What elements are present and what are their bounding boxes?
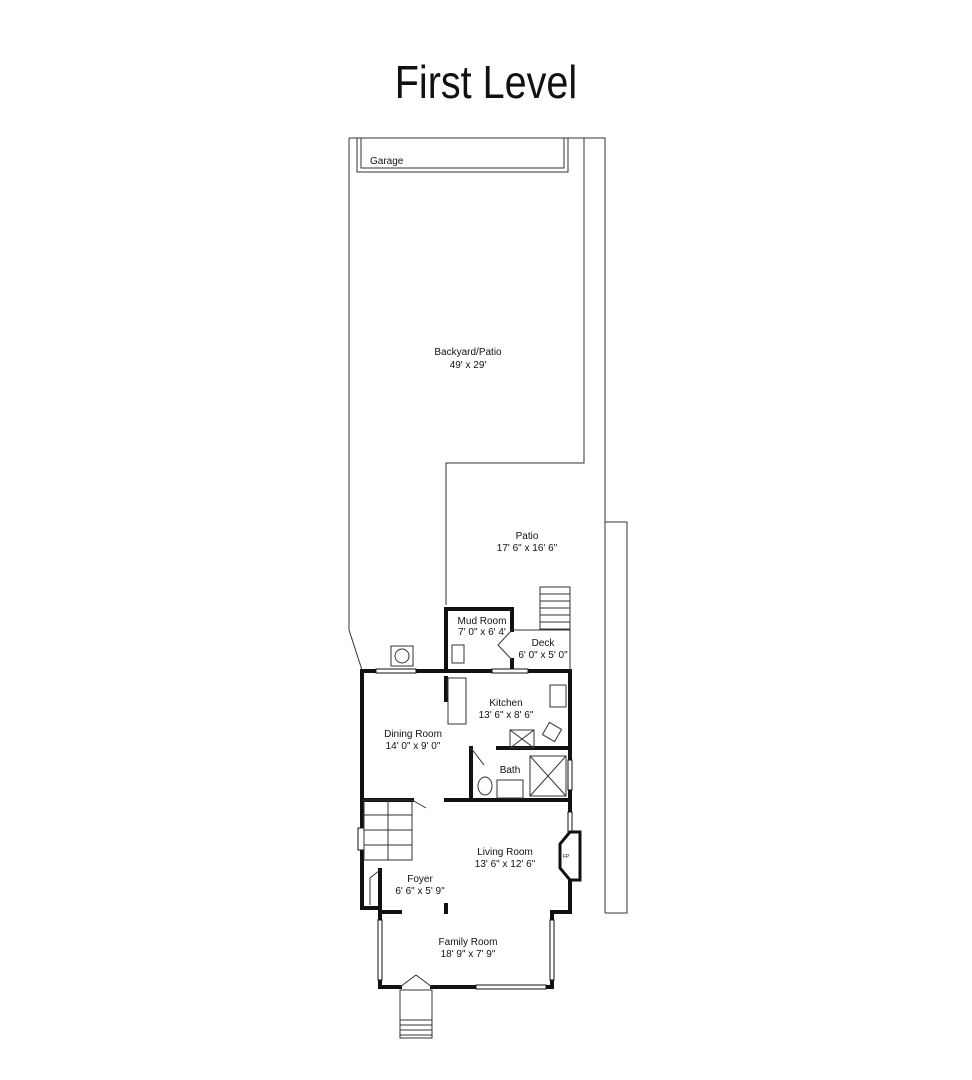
deck-stairs [512,586,571,671]
yard-outline [348,137,628,914]
mud-room-label: Mud Room [458,616,507,627]
kitchen-fixtures [390,644,567,799]
front-stairs [399,989,433,1039]
living-room-label: Living Room [477,847,533,858]
family-room-dims: 18' 9" x 7' 9" [441,949,496,960]
dining-room-label: Dining Room [384,729,442,740]
deck-label: Deck [532,638,556,649]
backyard-label: Backyard/Patio [434,347,502,358]
garage-outline [356,137,569,173]
family-room-label: Family Room [439,937,498,948]
living-room-dims: 13' 6" x 12' 6" [475,859,536,870]
dining-room-dims: 14' 0" x 9' 0" [386,741,441,752]
fireplace: FP [558,830,582,882]
patio-label: Patio [516,531,539,542]
mud-room-dims: 7' 0" x 6' 4' [458,627,506,638]
foyer-dims: 6' 6" x 5' 9" [395,886,445,897]
kitchen-label: Kitchen [489,698,522,709]
kitchen-dims: 13' 6" x 8' 6" [479,710,534,721]
interior-stairs [363,799,413,861]
bath-label: Bath [500,765,521,776]
door-swings [369,629,513,988]
plan-title: First Level [394,56,578,108]
garage-label: Garage [370,156,404,167]
foyer-label: Foyer [407,874,433,885]
patio-dims: 17' 6" x 16' 6" [497,543,558,554]
deck-dims: 6' 0" x 5' 0" [518,650,568,661]
backyard-dims: 49' x 29' [450,360,487,371]
fireplace-label: FP [563,854,570,860]
